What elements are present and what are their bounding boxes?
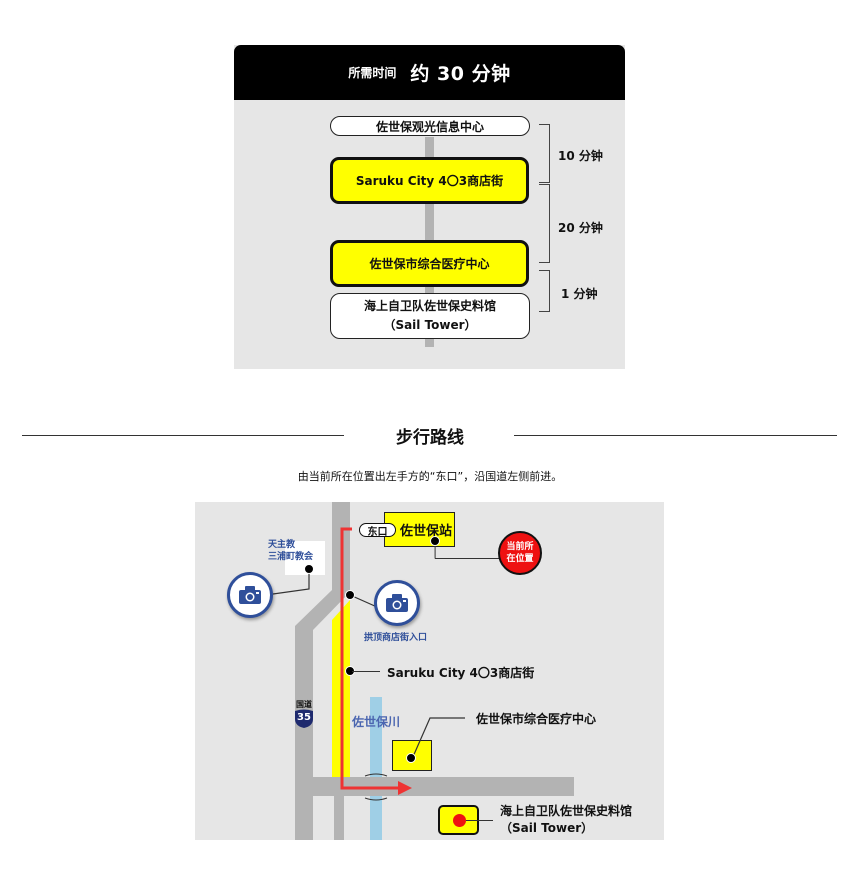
church-label-1: 天主教 — [268, 540, 296, 550]
current-location-label-2: 在位置 — [506, 554, 534, 564]
section-divider-left — [22, 435, 344, 436]
stop-medical-center: 佐世保市综合医疗中心 — [330, 240, 529, 287]
sail-tower-dot — [453, 814, 466, 827]
east-exit-label: 东口 — [367, 526, 388, 538]
section-description: 由当前所在位置出左手方的“东口”，沿国道左侧前进。 — [297, 470, 563, 483]
side-street — [334, 796, 344, 840]
shopping-street-leader — [352, 671, 380, 673]
route-label: 国道 — [296, 700, 312, 709]
travel-time-value: 约 30 分钟 — [410, 63, 511, 85]
arcade-entrance-label: 拱顶商店街入口 — [364, 633, 428, 643]
duration-2: 20 分钟 — [558, 221, 603, 235]
camera-icon — [239, 586, 261, 604]
stop-saruku-city: Saruku City 4〇3商店街 — [330, 157, 529, 204]
travel-time-label: 所需时间 — [348, 66, 397, 80]
sail-tower-label-1: 海上自卫队佐世保史料馆 — [500, 804, 633, 818]
stop-sail-tower: 海上自卫队佐世保史料馆 （Sail Tower） — [330, 293, 530, 339]
church-leader — [272, 569, 310, 595]
duration-1: 10 分钟 — [558, 149, 603, 163]
station-leader-h — [435, 558, 500, 560]
current-location-label-1: 当前所 — [506, 542, 534, 552]
sasebo-river-lower — [370, 796, 382, 840]
stop-sail-tower-name: 海上自卫队佐世保史料馆 — [363, 299, 496, 313]
medical-center-leader — [411, 717, 465, 760]
duration-3: 1 分钟 — [561, 287, 598, 301]
main-cross-street — [313, 777, 574, 796]
travel-time-panel: 所需时间 约 30 分钟 佐世保观光信息中心 Saruku City 4〇3商店… — [234, 45, 625, 369]
duration-bracket-2 — [539, 184, 550, 263]
camera-icon — [386, 594, 408, 612]
national-road-35 — [295, 502, 350, 840]
walking-route-map: 东口 佐世保站 当前所 在位置 天主教 三浦町教会 — [195, 502, 664, 840]
sail-tower-label-2: （Sail Tower） — [500, 821, 594, 835]
duration-bracket-1 — [539, 124, 550, 183]
medical-center-dot — [406, 753, 416, 763]
church-label-2: 三浦町教会 — [268, 552, 314, 562]
east-exit-badge: 东口 — [359, 523, 396, 538]
duration-bracket-3 — [539, 270, 550, 312]
section-title: 步行路线 — [396, 428, 464, 448]
section-divider-right — [514, 435, 837, 436]
sail-tower-label: 海上自卫队佐世保史料馆 （Sail Tower） — [500, 803, 632, 837]
church-label: 天主教 三浦町教会 — [268, 539, 313, 563]
stop-tourist-info-center: 佐世保观光信息中心 — [330, 116, 530, 136]
camera-spot-arcade[interactable] — [374, 580, 420, 626]
church-dot — [304, 564, 314, 574]
river-label: 佐世保川 — [352, 715, 401, 729]
bridge-marks — [364, 773, 388, 801]
stop-sail-tower-subname: （Sail Tower） — [383, 318, 477, 332]
route-number: 35 — [297, 712, 311, 723]
medical-center-label: 佐世保市综合医疗中心 — [476, 712, 597, 726]
current-location-marker: 当前所 在位置 — [498, 531, 542, 575]
walking-route-line — [340, 527, 412, 795]
sail-tower-leader — [466, 820, 493, 822]
travel-time-header: 所需时间 约 30 分钟 — [234, 45, 625, 100]
sasebo-river — [370, 697, 382, 777]
shopping-street-label: Saruku City 4〇3商店街 — [387, 666, 535, 680]
station-dot — [430, 536, 440, 546]
route-35-shield — [295, 709, 313, 728]
station-name: 佐世保站 — [400, 524, 453, 539]
camera-spot-church[interactable] — [227, 572, 273, 618]
arcade-entrance-dot — [345, 590, 355, 600]
